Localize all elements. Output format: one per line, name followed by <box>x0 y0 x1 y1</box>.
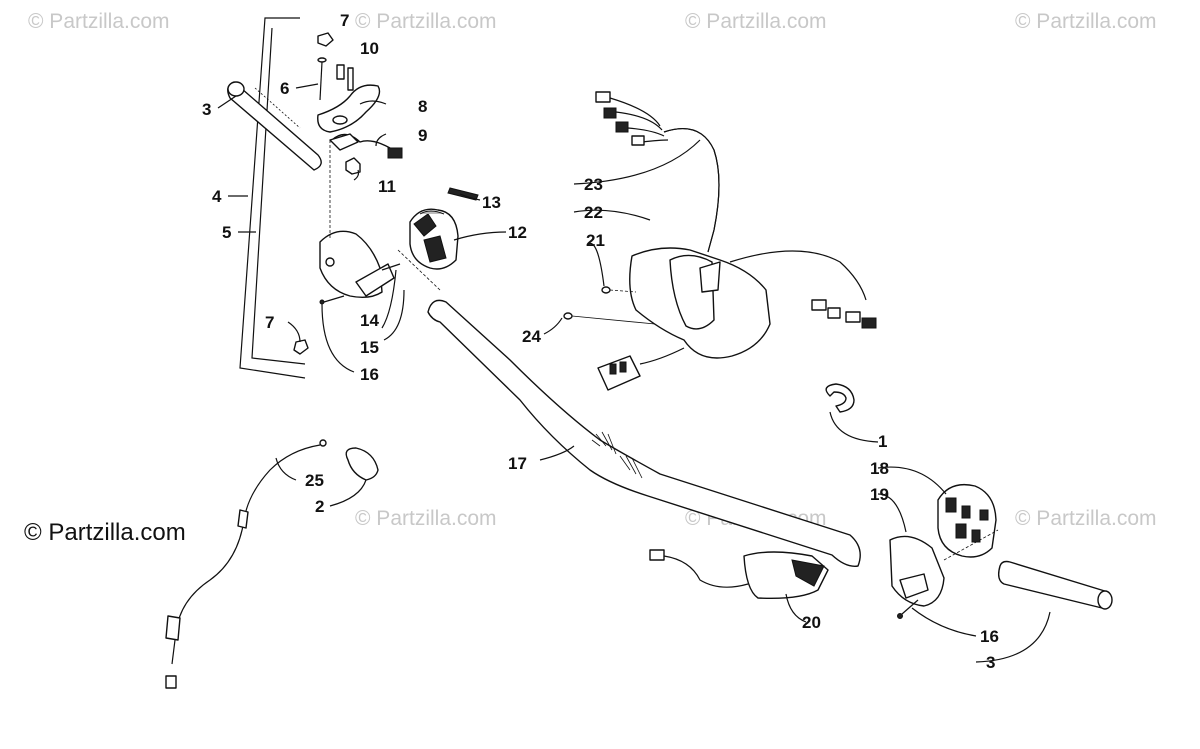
leader-lines <box>217 83 1051 663</box>
harness-20 <box>649 549 829 600</box>
callout-7-top: 7 <box>340 11 349 30</box>
screw-24 <box>563 312 656 325</box>
part-10-springs <box>336 64 354 91</box>
callout-6: 6 <box>280 79 289 98</box>
callout-19: 19 <box>870 485 889 504</box>
watermark-top-right-1: © Partzilla.com <box>685 10 827 33</box>
callout-15: 15 <box>360 338 379 357</box>
callout-16-left: 16 <box>360 365 379 384</box>
callout-4: 4 <box>212 187 222 206</box>
screw-16-right <box>897 599 919 619</box>
callout-24: 24 <box>522 327 541 346</box>
callout-18: 18 <box>870 459 889 478</box>
callout-22: 22 <box>584 203 603 222</box>
callout-9: 9 <box>418 126 427 145</box>
watermark-mid-right-2: © Partzilla.com <box>1015 507 1157 530</box>
screw-6 <box>317 57 327 101</box>
right-grip <box>997 560 1113 610</box>
callout-8: 8 <box>418 97 427 116</box>
callout-5: 5 <box>222 223 231 242</box>
callout-10: 10 <box>360 39 379 58</box>
watermark-mid-center: © Partzilla.com <box>355 507 497 530</box>
callout-16-right: 16 <box>980 627 999 646</box>
callout-1: 1 <box>878 432 887 451</box>
steering-cover-22 <box>597 247 877 391</box>
bolt-7-bottom <box>293 339 309 355</box>
cable-25 <box>165 439 327 689</box>
callout-17: 17 <box>508 454 527 473</box>
watermark-top-right-2: © Partzilla.com <box>1015 10 1157 33</box>
clip-2 <box>345 447 379 481</box>
callout-21: 21 <box>586 231 605 250</box>
callout-11: 11 <box>378 177 396 196</box>
assembly-bracket <box>239 17 306 379</box>
watermark-top-left: © Partzilla.com <box>28 10 170 33</box>
handlebar-17 <box>397 249 861 567</box>
cube-11 <box>345 157 361 175</box>
left-grip <box>227 81 322 171</box>
mount-bracket-8 <box>317 84 381 133</box>
callout-13: 13 <box>482 193 501 212</box>
callout-3-left: 3 <box>202 100 211 119</box>
callout-23: 23 <box>584 175 603 194</box>
clamp-1 <box>825 383 855 413</box>
callout-12: 12 <box>508 223 527 242</box>
watermark-main: © Partzilla.com <box>24 519 186 546</box>
callout-25: 25 <box>305 471 324 490</box>
label-13 <box>447 187 479 201</box>
callout-2: 2 <box>315 497 324 516</box>
callout-7-bottom: 7 <box>265 313 274 332</box>
screw-21 <box>601 286 637 294</box>
switch-12 <box>409 208 459 270</box>
watermark-top-center: © Partzilla.com <box>355 10 497 33</box>
callout-3-right: 3 <box>986 653 995 672</box>
wire-9 <box>329 133 403 159</box>
callout-20: 20 <box>802 613 821 632</box>
nut-7-top <box>317 32 334 47</box>
throttle-19 <box>889 529 999 607</box>
switch-housing-18 <box>937 483 997 558</box>
harness-23 <box>595 91 720 253</box>
callout-14: 14 <box>360 311 379 330</box>
throttle-housing <box>319 140 395 299</box>
